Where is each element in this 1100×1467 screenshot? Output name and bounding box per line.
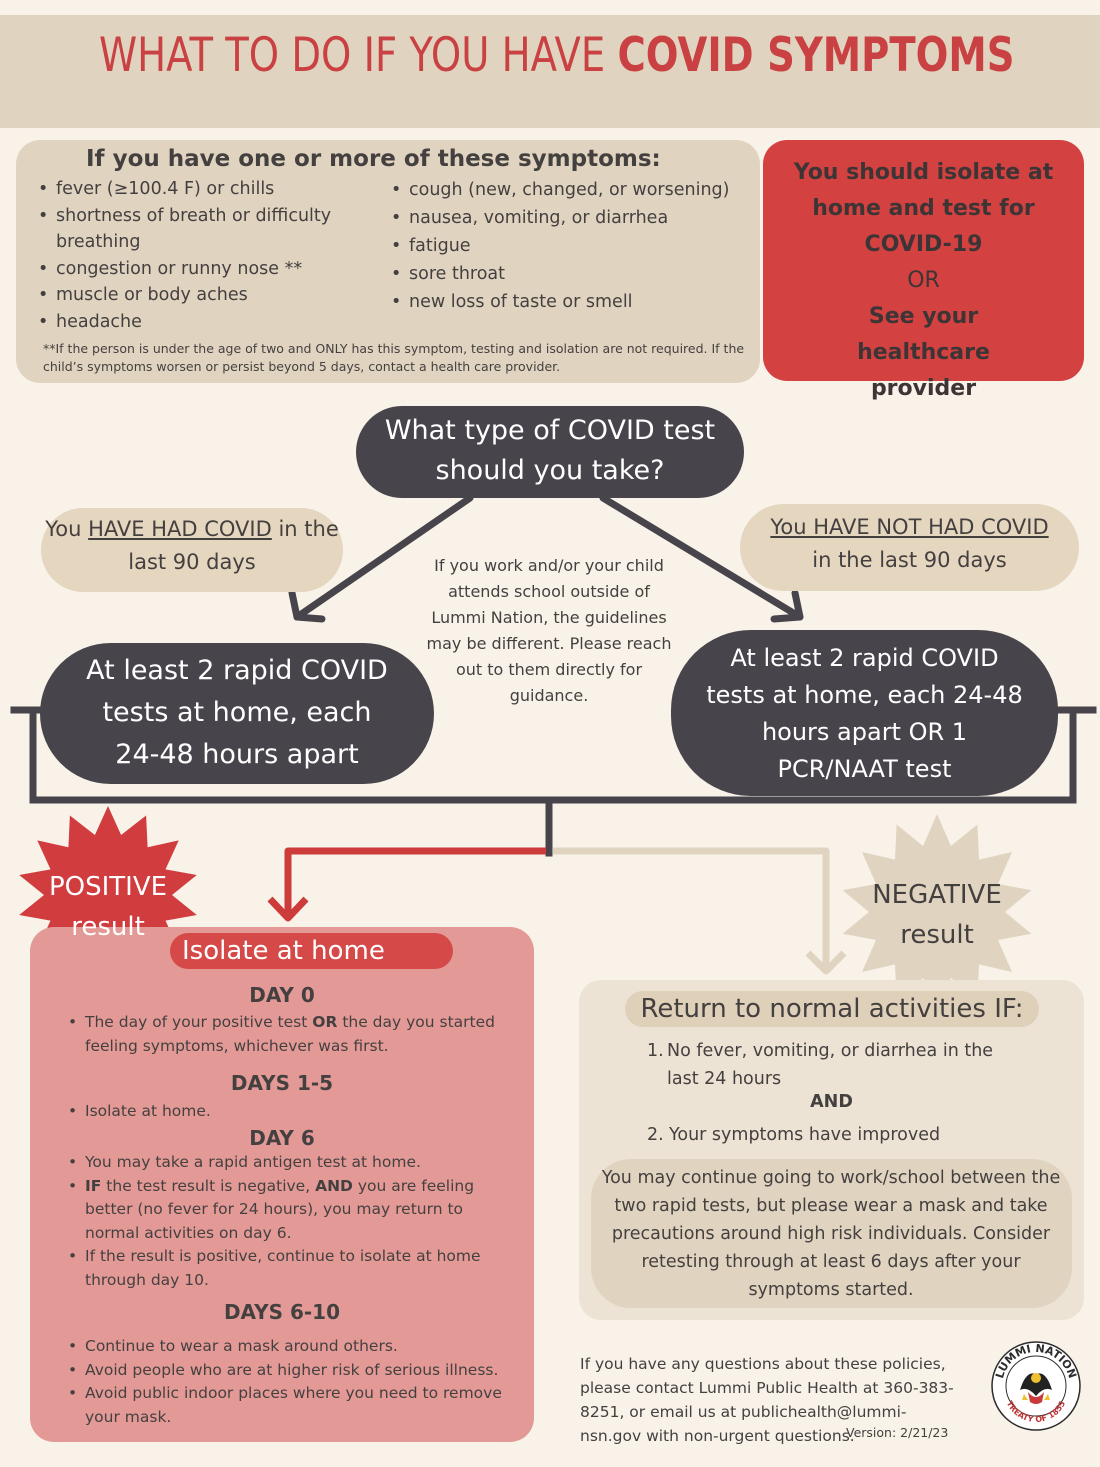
symptom-footnote: **If the person is under the age of two … [43, 341, 745, 374]
day0-list: The day of your positive test OR the day… [67, 1011, 507, 1058]
title-banner [0, 15, 1100, 128]
symptom-item: nausea, vomiting, or diarrhea [389, 204, 759, 232]
arrow-left-line [293, 494, 474, 621]
isolate-at-home-header: Isolate at home [170, 933, 453, 969]
negative-badge-burst [842, 814, 1032, 1010]
outside-guidelines-note: If you work and/or your child attends sc… [426, 556, 672, 705]
return-conditions-list: 1.No fever, vomiting, or diarrhea in the… [647, 1037, 1067, 1093]
symptom-item: fever (≥100.4 F) or chills [36, 176, 346, 203]
days6-10-heading: DAYS 6-10 [223, 1300, 341, 1324]
day6-list: You may take a rapid antigen test at hom… [67, 1151, 497, 1292]
not-had-covid-oval: You HAVE NOT HAD COVID in the last 90 da… [740, 504, 1079, 591]
healthcare-provider-text: See your healthcare provider [857, 304, 990, 401]
continue-work-note-panel [591, 1159, 1072, 1308]
lummi-nation-seal: LUMMI NATION TREATY OF 1855 [991, 1341, 1081, 1431]
and-label: AND [810, 1092, 853, 1112]
rapid-test-instructions-right: At least 2 rapid COVID tests at home, ea… [671, 630, 1058, 796]
symptom-item: new loss of taste or smell [389, 288, 759, 316]
symptom-item: congestion or runny nose ** [36, 256, 346, 283]
arrow-right-line [599, 494, 804, 621]
days1-5-list: Isolate at home. [67, 1100, 507, 1124]
or-label: OR [907, 268, 940, 293]
arrow-right-head [770, 589, 804, 623]
symptom-item: headache [36, 309, 346, 336]
had-covid-oval: You HAVE HAD COVID in the last 90 days [41, 508, 343, 592]
days1-5-heading: DAYS 1-5 [230, 1071, 334, 1095]
symptom-heading: If you have one or more of these symptom… [86, 146, 661, 172]
days6-10-item: Continue to wear a mask around others. [67, 1335, 507, 1359]
isolate-action-panel: You should isolate at home and test for … [763, 140, 1084, 401]
condition-item: 2.Your symptoms have improved [647, 1125, 941, 1145]
day0-item: The day of your positive test OR the day… [67, 1011, 507, 1058]
day0-heading: DAY 0 [249, 983, 315, 1007]
symptom-list-right: cough (new, changed, or worsening) nause… [389, 176, 759, 316]
symptom-item: fatigue [389, 232, 759, 260]
eagle-emblem-icon [1020, 1373, 1052, 1404]
days6-10-item: Avoid people who are at higher risk of s… [67, 1359, 507, 1383]
continue-work-note: You may continue going to work/school be… [601, 1168, 1061, 1300]
day6-item: You may take a rapid antigen test at hom… [67, 1151, 497, 1175]
version-label: Version: 2/21/23 [846, 1425, 949, 1440]
contact-info: If you have any questions about these po… [580, 1355, 954, 1445]
symptom-item: shortness of breath or difficulty breath… [36, 203, 346, 256]
symptom-item: sore throat [389, 260, 759, 288]
day6-item: IF the test result is negative, AND you … [67, 1175, 497, 1246]
isolate-action-text: You should isolate at home and test for … [793, 160, 1054, 257]
symptom-item: cough (new, changed, or worsening) [389, 176, 759, 204]
condition-item: 1.No fever, vomiting, or diarrhea in the… [647, 1041, 994, 1089]
days6-10-list: Continue to wear a mask around others. A… [67, 1335, 507, 1429]
symptom-list-left: fever (≥100.4 F) or chills shortness of … [36, 176, 346, 335]
symptom-item: muscle or body aches [36, 282, 346, 309]
page-title: WHAT TO DO IF YOU HAVE COVID SYMPTOMS [99, 28, 1015, 83]
day6-item: If the result is positive, continue to i… [67, 1245, 497, 1292]
question-oval: What type of COVID test should you take? [356, 406, 744, 498]
days1-5-item: Isolate at home. [67, 1100, 507, 1124]
days6-10-item: Avoid public indoor places where you nee… [67, 1382, 507, 1429]
return-to-normal-header: Return to normal activities IF: [625, 991, 1039, 1027]
arrow-left-head [288, 589, 326, 623]
rapid-test-instructions-left: At least 2 rapid COVID tests at home, ea… [40, 643, 434, 784]
day6-heading: DAY 6 [249, 1126, 315, 1150]
